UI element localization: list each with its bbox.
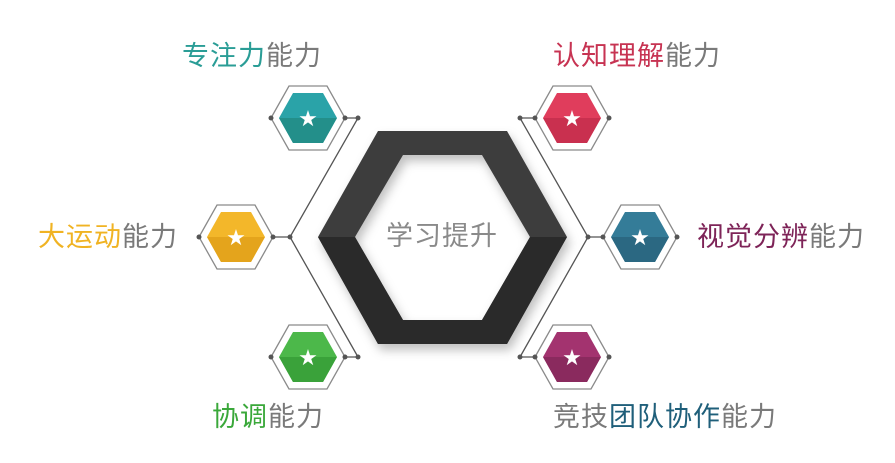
label-cognition: 认知理解能力 (553, 42, 721, 72)
label-rest: 能力 (665, 41, 721, 72)
connector-dots-left (287, 115, 361, 360)
label-highlight: 专注力 (182, 41, 266, 72)
label-rest: 能力 (268, 402, 324, 433)
label-highlight: 认知理解 (553, 41, 665, 72)
label-highlight: 大运动 (38, 222, 122, 253)
hex-teamwork (532, 324, 612, 390)
label-prefix: 竞技 (553, 402, 609, 433)
label-highlight: 团队协作 (609, 402, 721, 433)
label-teamwork: 竞技团队协作能力 (553, 403, 777, 433)
label-highlight: 协调 (212, 402, 268, 433)
label-coordination: 协调能力 (212, 403, 324, 433)
hex-cognition (532, 85, 612, 151)
label-focus: 专注力能力 (182, 42, 322, 72)
hex-gross-motor (196, 204, 276, 270)
hex-coordination (268, 324, 348, 390)
star-icon: ★ (630, 226, 650, 251)
label-rest: 能力 (721, 402, 777, 433)
connector-dots-right (517, 115, 591, 360)
hex-focus (268, 85, 348, 151)
label-rest: 能力 (122, 222, 178, 253)
star-icon: ★ (298, 107, 318, 132)
star-icon: ★ (562, 107, 582, 132)
star-icon: ★ (562, 346, 582, 371)
center-hexagon (318, 131, 567, 344)
label-rest: 能力 (809, 222, 865, 253)
star-icon: ★ (226, 226, 246, 251)
label-rest: 能力 (266, 41, 322, 72)
center-label: 学习提升 (386, 221, 498, 252)
label-visual: 视觉分辨能力 (697, 223, 865, 253)
label-gross-motor: 大运动能力 (38, 223, 178, 253)
hex-visual (600, 204, 680, 270)
label-highlight: 视觉分辨 (697, 222, 809, 253)
star-icon: ★ (298, 346, 318, 371)
